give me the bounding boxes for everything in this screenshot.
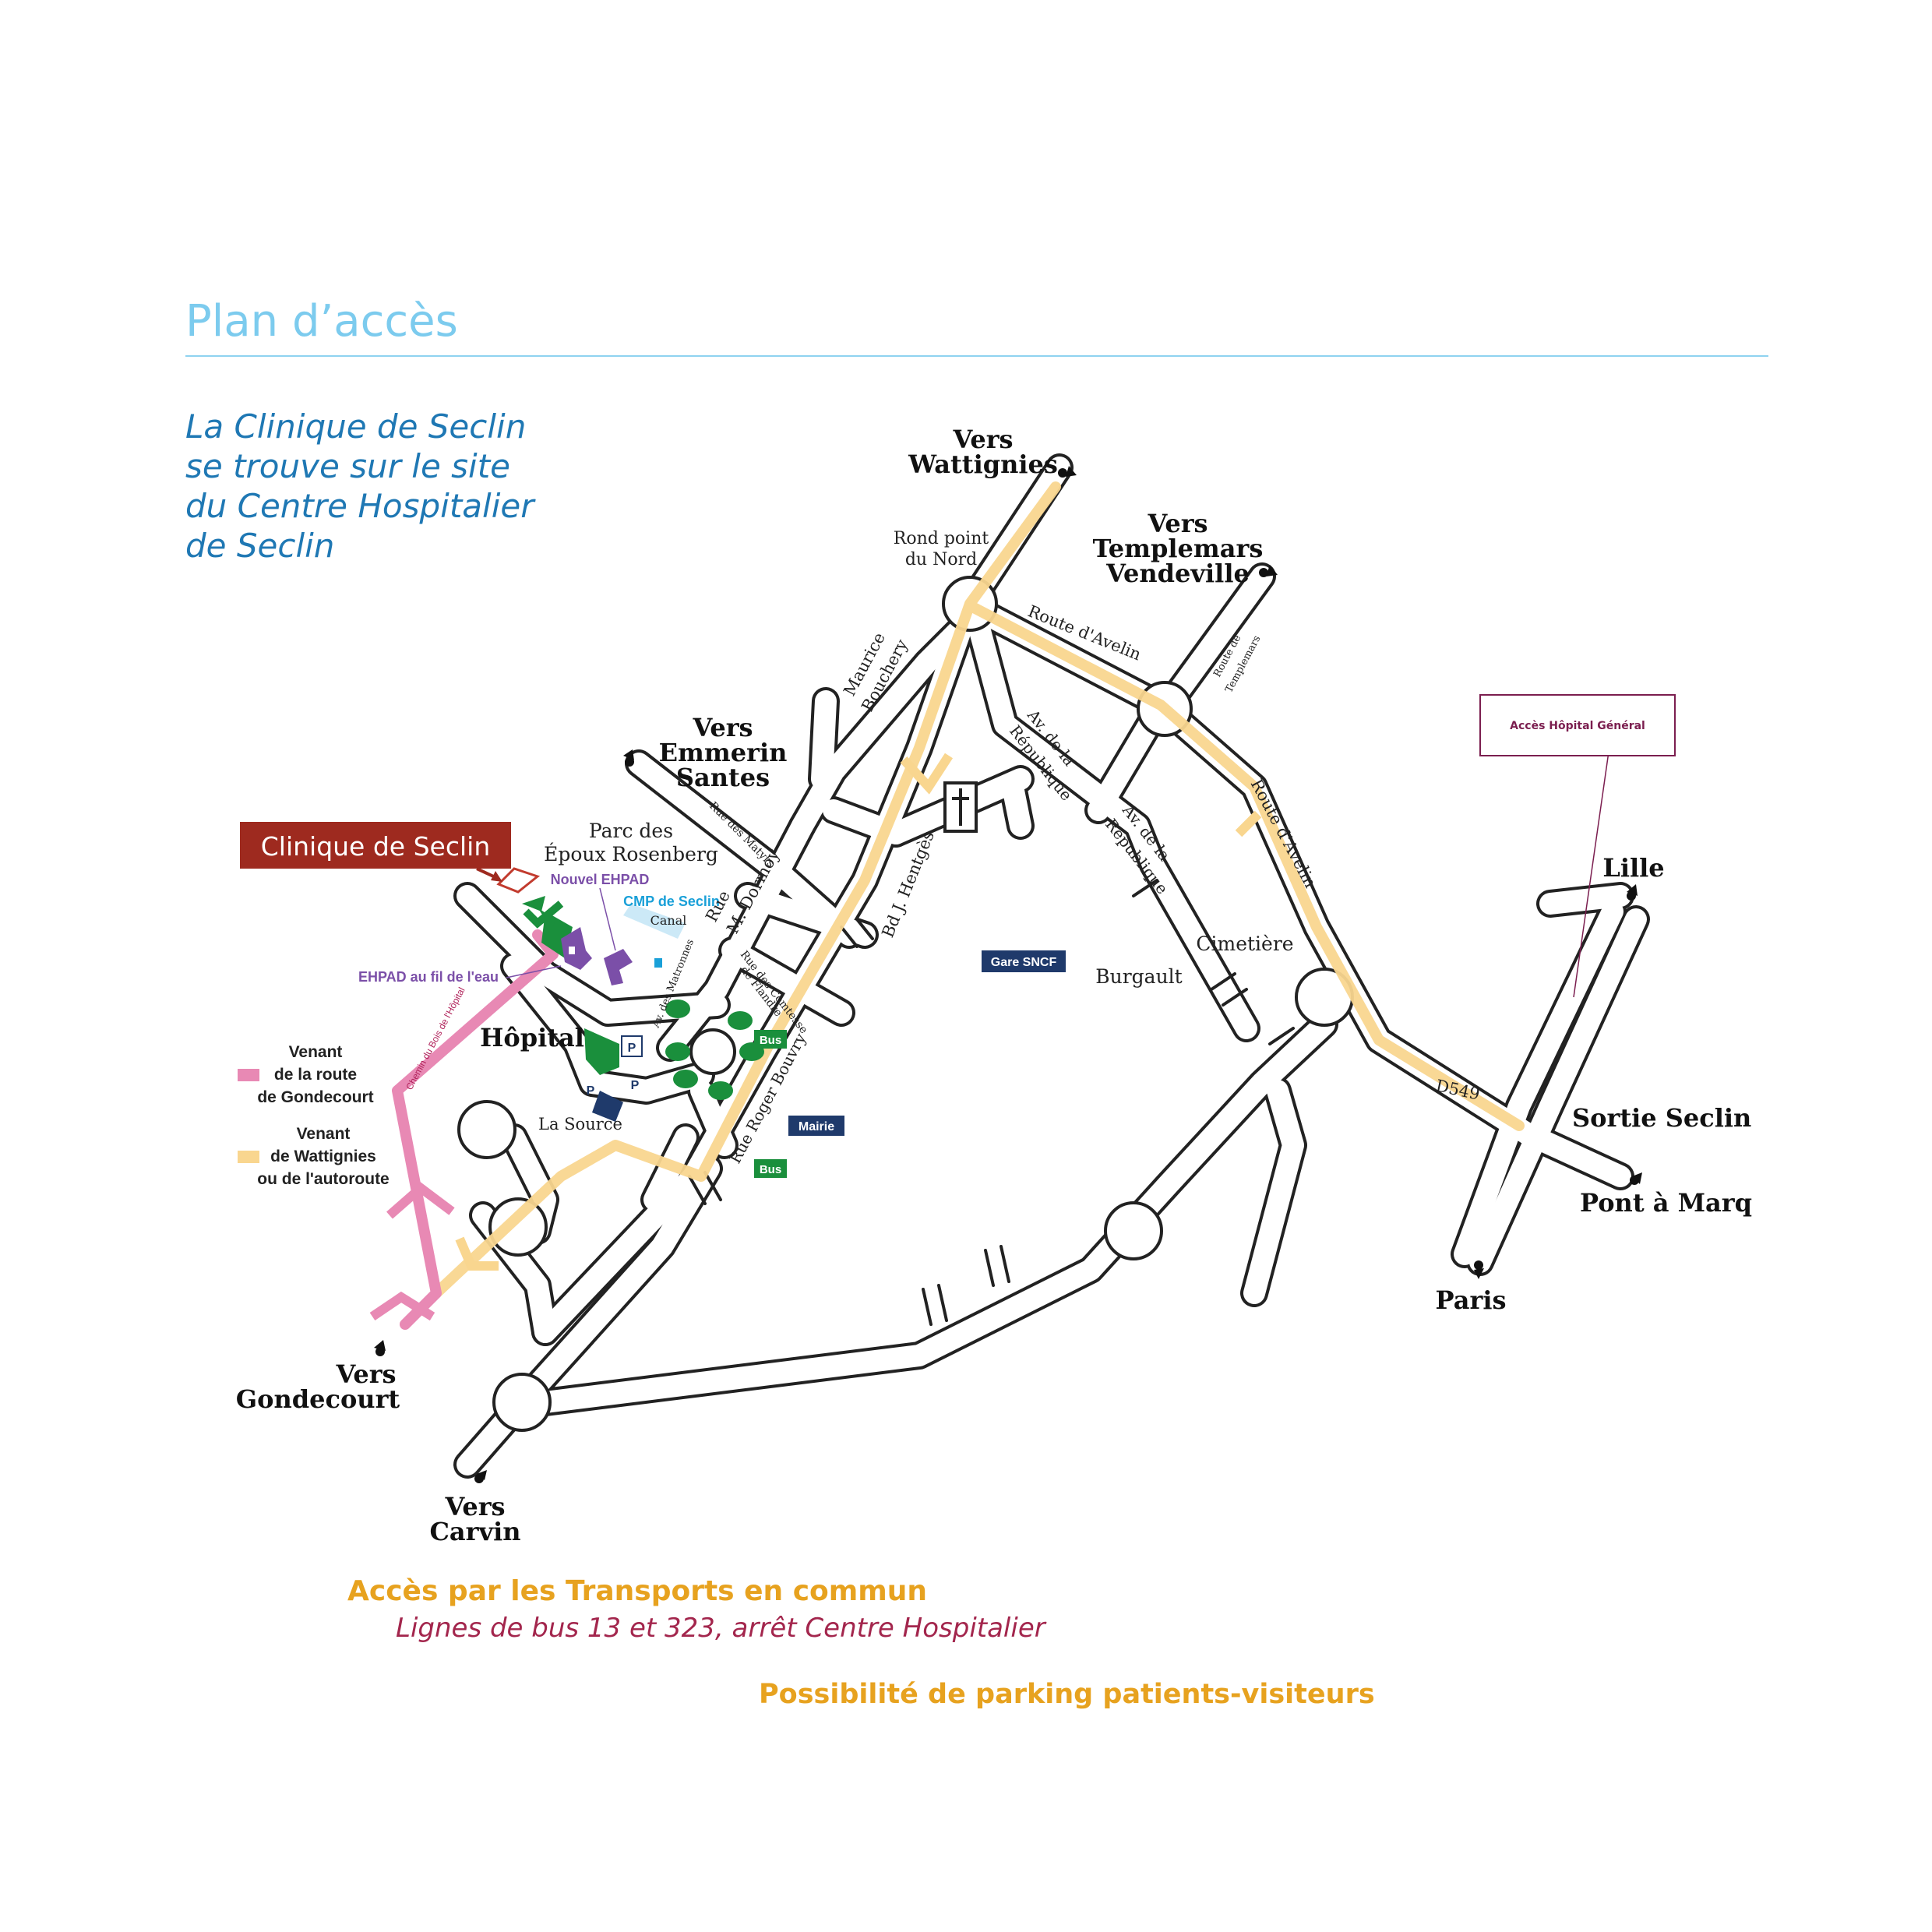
dest-carvin-line: Carvin	[429, 1517, 520, 1546]
intro-line: du Centre Hospitalier	[185, 487, 534, 525]
clinique-label-text: Clinique de Seclin	[261, 831, 491, 862]
cmp-label: CMP de Seclin	[623, 894, 720, 909]
arrow-lille-icon	[1627, 884, 1638, 901]
legend-pink-text: Venant	[289, 1043, 343, 1061]
direction-arrows	[374, 466, 1642, 1483]
intro-line: se trouve sur le site	[185, 447, 511, 485]
dest-carvin-line: Vers	[444, 1492, 505, 1521]
ehpad-buildings	[561, 927, 633, 985]
hopital-label: Hôpital	[480, 1023, 584, 1052]
acces-hopital-text: Accès Hôpital Général	[1510, 720, 1645, 732]
parking-text: P	[631, 1079, 640, 1092]
arrow-pont-a-marq-icon	[1630, 1172, 1642, 1185]
nouvel-ehpad-label: Nouvel EHPAD	[551, 872, 650, 887]
dest-emmerin-line: Emmerin	[659, 738, 788, 767]
transport-lines: Lignes de bus 13 et 323, arrêt Centre Ho…	[396, 1613, 1045, 1644]
clinic-marker	[476, 867, 564, 929]
rond-point-label: Rond point	[894, 529, 989, 548]
la-source-label: La Source	[538, 1115, 622, 1133]
dest-wattignies-line: Wattignies	[908, 450, 1058, 479]
arrow-templemars-icon	[1259, 565, 1278, 577]
arrow-gondecourt-icon	[374, 1340, 386, 1356]
legend-yellow-text: de Wattignies	[270, 1148, 376, 1165]
mairie-text: Mairie	[799, 1120, 834, 1133]
parc-label: Parc des	[589, 820, 673, 842]
clinique-label: Clinique de Seclin	[240, 822, 511, 869]
dest-templemars-line: Vers	[1147, 509, 1208, 538]
dest-emmerin-line: Santes	[676, 763, 770, 792]
route-from-wattignies	[431, 481, 1525, 1299]
bus-text: Bus	[760, 1163, 781, 1176]
dest-templemars-line: Templemars	[1093, 534, 1264, 563]
legend-yellow-text: Venant	[297, 1125, 351, 1143]
ehpad-fil-label: EHPAD au fil de l'eau	[358, 969, 499, 985]
la-source-building	[592, 1091, 623, 1122]
rond-point-label: du Nord	[905, 550, 977, 569]
route-chevrons	[369, 753, 1262, 1321]
mairie-badge: Mairie	[788, 1116, 844, 1136]
parking-text: P	[587, 1084, 595, 1098]
cimetiere-label: Cimetière	[1196, 933, 1293, 955]
acces-hopital-leader	[1573, 751, 1609, 998]
legend-pink-text: de Gondecourt	[257, 1088, 373, 1106]
gare-sncf-text: Gare SNCF	[991, 956, 1057, 969]
ehpad-leader-lines	[506, 887, 616, 978]
legend-pink-text: de la route	[274, 1066, 357, 1084]
parking-text: P	[628, 1042, 636, 1055]
dest-lille: Lille	[1602, 853, 1664, 883]
dest-emmerin-line: Vers	[692, 713, 753, 742]
canal-water	[623, 904, 686, 939]
dest-wattignies-line: Vers	[952, 425, 1013, 454]
legend-pink-swatch	[238, 1069, 259, 1081]
intro-line: de Seclin	[185, 527, 335, 565]
transport-title: Accès par les Transports en commun	[347, 1575, 928, 1607]
gare-sncf-badge: Gare SNCF	[982, 950, 1066, 972]
dest-sortie-seclin: Sortie Seclin	[1572, 1103, 1751, 1133]
arrow-emmerin-icon	[623, 749, 634, 767]
cmp-marker	[654, 958, 662, 968]
acces-hopital-box: Accès Hôpital Général	[1479, 694, 1676, 756]
burgault-label: Burgault	[1095, 965, 1182, 988]
route-from-gondecourt	[392, 929, 559, 1330]
place-labels: Rond point du Nord Parc des Époux Rosenb…	[358, 529, 1294, 1133]
map-legend: Venant de la route de Gondecourt Venant …	[238, 1043, 390, 1188]
legend-yellow-text: ou de l'autoroute	[257, 1170, 390, 1188]
arrow-carvin-icon	[474, 1470, 487, 1483]
intro-line: La Clinique de Seclin	[185, 407, 527, 446]
legend-yellow-swatch	[238, 1151, 259, 1163]
page-title: Plan d’accès	[185, 296, 458, 347]
bus-text: Bus	[760, 1034, 781, 1047]
dest-paris: Paris	[1436, 1285, 1507, 1315]
parc-label: Époux Rosenberg	[544, 843, 718, 866]
canal-label: Canal	[650, 913, 687, 928]
dest-gondecourt-line: Vers	[335, 1359, 396, 1389]
dest-pont-a-marq: Pont à Marq	[1580, 1188, 1752, 1218]
arrow-paris-icon	[1474, 1260, 1484, 1279]
arrow-wattignies-icon	[1058, 466, 1077, 478]
title-divider	[185, 355, 1768, 357]
parking-badges: P P P	[587, 1035, 643, 1098]
parking-note: Possibilité de parking patients-visiteur…	[759, 1679, 1375, 1710]
church-icon	[943, 781, 978, 833]
bus-badge-2: Bus	[754, 1159, 787, 1178]
dest-gondecourt-line: Gondecourt	[236, 1384, 400, 1414]
dest-templemars-line: Vendeville	[1105, 559, 1250, 588]
intro-text: La Clinique de Seclin se trouve sur le s…	[185, 407, 534, 566]
destination-labels: Vers Wattignies Vers Templemars Vendevil…	[236, 425, 1752, 1546]
bus-badge-1: Bus	[754, 1030, 787, 1049]
